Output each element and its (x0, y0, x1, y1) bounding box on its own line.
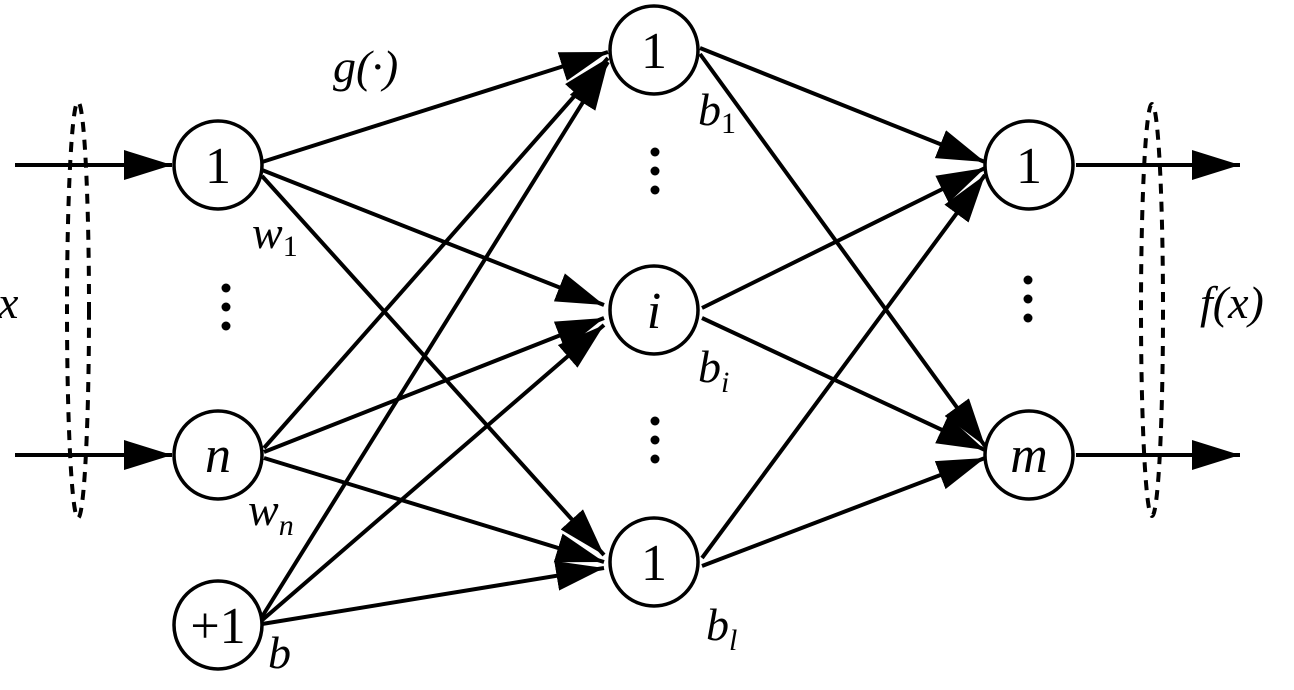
weight-label-wn: wn (248, 484, 294, 542)
hidden-node-i-label: i (647, 283, 661, 340)
hidden-ellipsis-dots-lower (650, 416, 660, 464)
hidden-node-1: 1 (608, 4, 700, 96)
edge-in1-h1 (261, 50, 609, 164)
output-group-ellipse (1139, 102, 1165, 518)
edge-bias-hi (258, 323, 606, 624)
bias-node-label: +1 (190, 598, 245, 655)
output-label: f(x) (1200, 277, 1264, 328)
weight-label-w1: w1 (252, 207, 298, 263)
hidden-node-l: 1 (608, 516, 700, 608)
output-node-1-label: 1 (1016, 138, 1042, 195)
input-ellipsis-dots (221, 283, 231, 331)
edge-inn-hl (263, 456, 605, 564)
hidden-node-l-label: 1 (641, 535, 667, 592)
edge-in1-hl (260, 174, 606, 557)
output-node-m-label: m (1010, 427, 1048, 484)
edge-bias-hl (261, 560, 605, 626)
edge-inn-h1 (262, 56, 610, 450)
hidden-node-1-label: 1 (641, 23, 667, 80)
weight-label-b: b (268, 627, 291, 678)
edge-h1-o1 (699, 46, 986, 164)
input-node-1: 1 (172, 119, 264, 211)
input-node-1-label: 1 (205, 138, 231, 195)
output-node-1: 1 (983, 119, 1075, 211)
input-hidden-edges (258, 50, 610, 626)
edge-h1-om (698, 52, 987, 448)
input-group-ellipse (65, 100, 91, 520)
activation-label: g(·) (333, 41, 398, 92)
hidden-node-i: i (608, 264, 700, 356)
edge-hl-o1 (700, 173, 987, 560)
edge-hi-o1 (701, 166, 986, 310)
bias-label-bl: bl (706, 599, 737, 657)
hidden-ellipsis-dots-upper (650, 147, 660, 195)
bias-node: +1 (172, 579, 264, 671)
input-label: x (0, 277, 19, 328)
bias-label-bi: bi (698, 341, 729, 399)
output-ellipsis-dots (1023, 275, 1033, 323)
edge-in1-hi (261, 168, 605, 307)
bias-label-b1: b1 (698, 84, 736, 140)
output-node-m: m (983, 409, 1075, 501)
edge-inn-hi (263, 316, 605, 454)
input-node-n: n (172, 409, 264, 501)
edge-bias-h1 (258, 60, 610, 622)
edge-hl-om (701, 456, 986, 568)
input-node-n-label: n (205, 427, 231, 484)
hidden-output-edges (698, 46, 987, 568)
edge-hi-om (701, 316, 986, 452)
